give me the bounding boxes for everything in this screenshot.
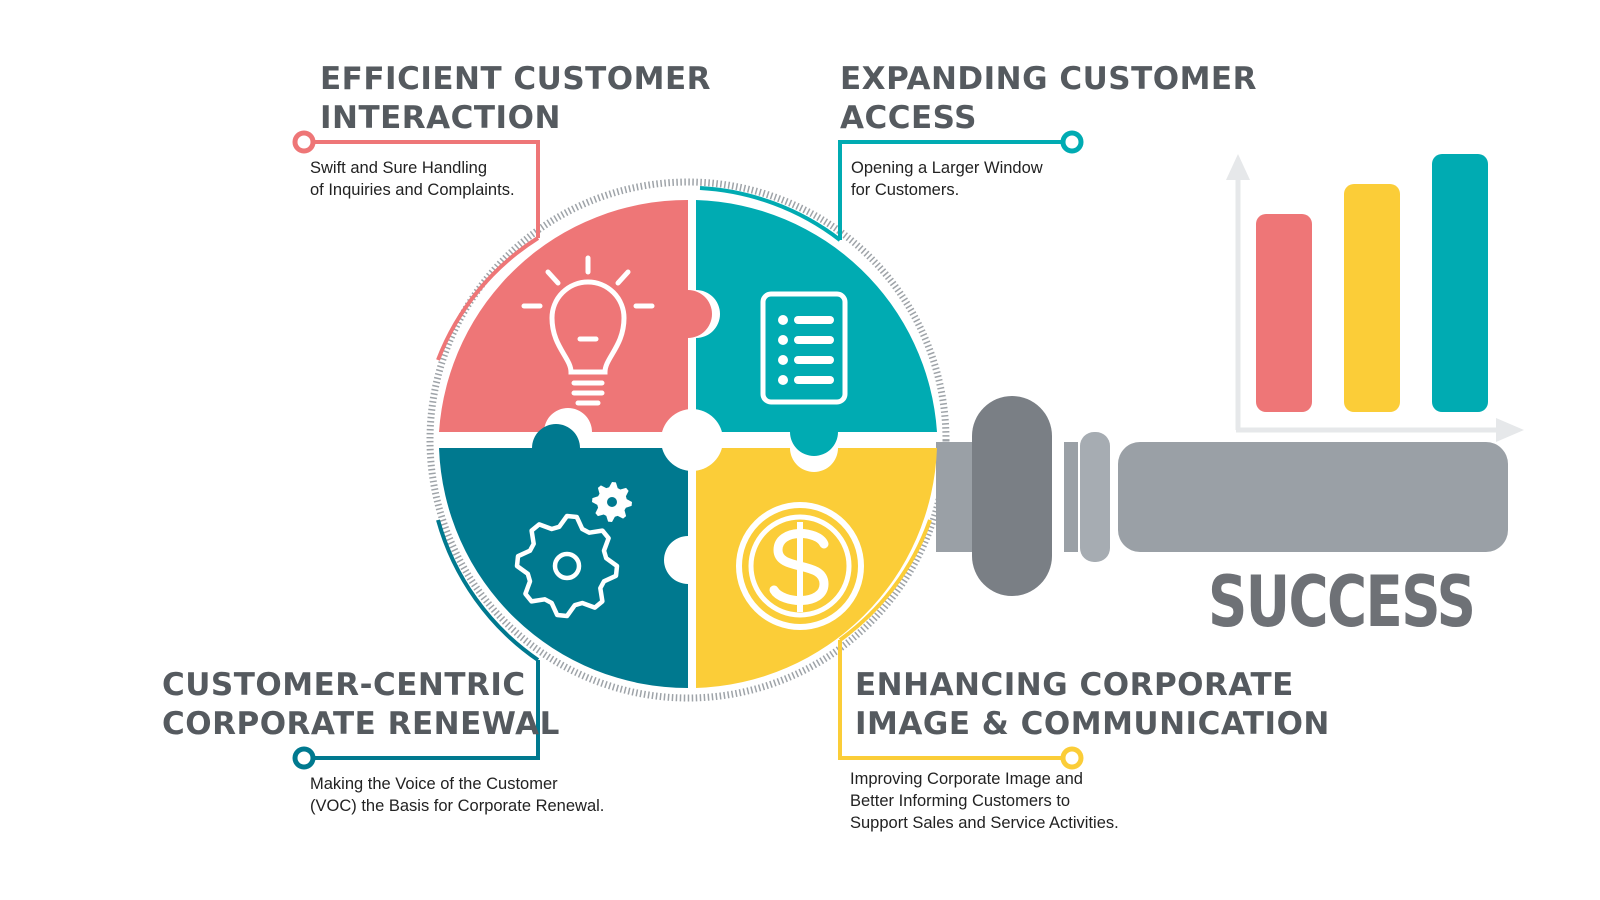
success-bar-chart xyxy=(1226,154,1524,442)
enhancing-desc-line1: Improving Corporate Image and xyxy=(850,770,1083,788)
enhancing-description: Improving Corporate Image and Better Inf… xyxy=(850,768,1119,834)
puzzle-piece-expanding xyxy=(696,200,937,456)
bar-chart-x-arrow xyxy=(1496,418,1524,442)
customer-centric-desc-line2: (VOC) the Basis for Corporate Renewal. xyxy=(310,797,605,815)
success-label: SUCCESS xyxy=(1208,561,1476,643)
magnifier-outer-ring xyxy=(426,178,950,702)
puzzle-piece-efficient xyxy=(439,199,712,432)
dollar-coin-icon xyxy=(736,502,864,630)
gears-icon xyxy=(514,482,632,619)
customer-centric-title-line1: CUSTOMER-CENTRIC xyxy=(162,667,526,703)
expanding-desc-line1: Opening a Larger Window xyxy=(851,159,1043,177)
customer-centric-title: CUSTOMER-CENTRIC CORPORATE RENEWAL xyxy=(162,666,560,744)
enhancing-desc-line2: Better Informing Customers to xyxy=(850,792,1071,810)
bar-2 xyxy=(1344,184,1400,412)
efficient-desc-line2: of Inquiries and Complaints. xyxy=(310,181,515,199)
connector-dot-customer-centric xyxy=(292,746,316,770)
customer-centric-title-line2: CORPORATE RENEWAL xyxy=(162,706,560,742)
enhancing-title-line2: IMAGE & COMMUNICATION xyxy=(855,706,1330,742)
connector-enhancing xyxy=(838,519,1066,760)
connector-dot-expanding xyxy=(1060,130,1084,154)
efficient-description: Swift and Sure Handling of Inquiries and… xyxy=(310,157,515,201)
expanding-title-line1: EXPANDING CUSTOMER xyxy=(840,61,1257,97)
expanding-desc-line2: for Customers. xyxy=(851,181,960,199)
connector-efficient xyxy=(310,140,540,361)
efficient-title: EFFICIENT CUSTOMER INTERACTION xyxy=(320,60,711,138)
expanding-title: EXPANDING CUSTOMER ACCESS xyxy=(840,60,1257,138)
list-document-icon xyxy=(760,291,848,405)
enhancing-title-line1: ENHANCING CORPORATE xyxy=(855,667,1294,703)
magnifier-handle xyxy=(936,396,1508,596)
lightbulb-icon xyxy=(521,255,655,406)
expanding-title-line2: ACCESS xyxy=(840,100,977,136)
bar-3 xyxy=(1432,154,1488,412)
expanding-description: Opening a Larger Window for Customers. xyxy=(851,157,1043,201)
connector-expanding xyxy=(699,140,1066,242)
customer-centric-description: Making the Voice of the Customer (VOC) t… xyxy=(310,773,604,817)
customer-centric-desc-line1: Making the Voice of the Customer xyxy=(310,775,558,793)
bar-1 xyxy=(1256,214,1312,412)
puzzle-center-hole xyxy=(661,409,723,471)
connector-dot-enhancing xyxy=(1060,746,1084,770)
efficient-desc-line1: Swift and Sure Handling xyxy=(310,159,488,177)
bar-chart-y-arrow xyxy=(1226,154,1250,180)
efficient-title-line1: EFFICIENT CUSTOMER xyxy=(320,61,712,97)
connector-customer-centric xyxy=(310,519,540,760)
enhancing-title: ENHANCING CORPORATE IMAGE & COMMUNICATIO… xyxy=(855,666,1330,744)
enhancing-desc-line3: Support Sales and Service Activities. xyxy=(850,814,1119,832)
efficient-title-line2: INTERACTION xyxy=(320,100,561,136)
connector-dot-efficient xyxy=(292,130,316,154)
